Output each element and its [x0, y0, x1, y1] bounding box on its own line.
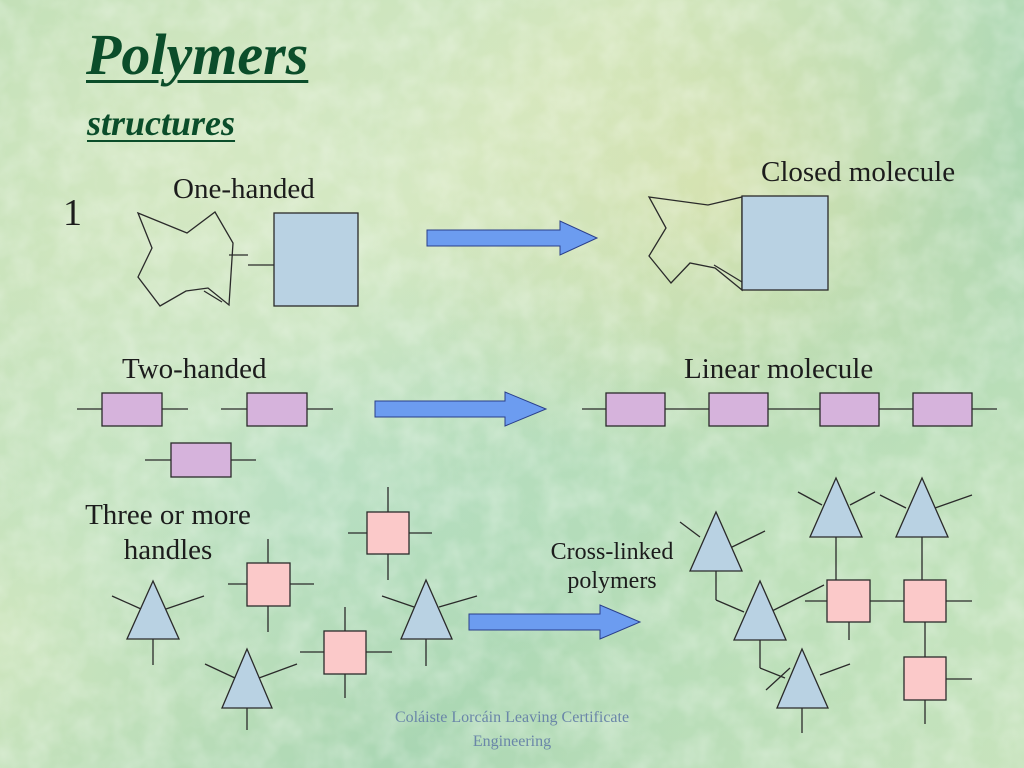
page-title: Polymers: [86, 22, 309, 87]
footer-line1: Coláiste Lorcáin Leaving Certificate: [394, 709, 630, 726]
block-purple: [605, 392, 666, 427]
label-three-or-more-line1: Three or more: [85, 499, 251, 531]
block-blue: [273, 212, 359, 307]
block-pink: [903, 579, 947, 623]
footer-line2: Engineering: [472, 733, 552, 750]
block-pink: [826, 579, 871, 623]
label-linear-molecule: Linear molecule: [684, 353, 874, 385]
block-purple: [170, 442, 232, 478]
item-number: 1: [63, 192, 82, 234]
block-pink: [366, 511, 410, 555]
triangle-blue: [221, 647, 273, 709]
triangle-blue: [400, 578, 453, 640]
block-purple: [246, 392, 308, 427]
shape-mark: [713, 264, 743, 283]
triangle-blue: [689, 510, 743, 572]
label-three-or-more-line2: handles: [123, 533, 213, 566]
label-closed-molecule: Closed molecule: [761, 156, 956, 188]
arrow-right-row2: [374, 391, 548, 427]
block-pink: [246, 562, 291, 607]
jagged-shape: [136, 211, 234, 307]
triangle-blue: [809, 476, 863, 538]
label-cross-linked-line1: Cross-linked: [550, 539, 674, 565]
multi-handle-units: [111, 487, 478, 730]
block-pink: [903, 656, 947, 701]
block-purple: [708, 392, 769, 427]
label-three-or-more: Three or more handles: [66, 498, 270, 568]
label-one-handed: One-handed: [173, 173, 315, 205]
shape-mark: [203, 290, 223, 303]
block-purple: [912, 392, 973, 427]
footer-credit: Coláiste Lorcáin Leaving Certificate Eng…: [362, 706, 662, 754]
triangle-blue: [776, 647, 829, 709]
block-purple: [101, 392, 163, 427]
label-two-handed: Two-handed: [122, 353, 267, 385]
triangle-blue: [125, 579, 181, 640]
triangle-blue: [895, 476, 949, 538]
label-cross-linked: Cross-linked polymers: [534, 538, 690, 596]
page-subtitle: structures: [87, 103, 236, 143]
one-handed-molecule: [136, 211, 359, 307]
linear-molecule: [582, 392, 997, 427]
arrow-right-row3: [468, 604, 642, 640]
label-cross-linked-line2: polymers: [567, 567, 657, 594]
block-purple: [819, 392, 880, 427]
closed-molecule: [647, 195, 829, 292]
two-handed-units: [77, 392, 333, 478]
block-pink: [323, 630, 367, 675]
block-blue: [741, 195, 829, 291]
jagged-shape: [647, 196, 743, 292]
arrow-right-row1: [426, 220, 599, 256]
triangle-blue: [733, 579, 787, 641]
cross-linked-network: [679, 476, 973, 733]
